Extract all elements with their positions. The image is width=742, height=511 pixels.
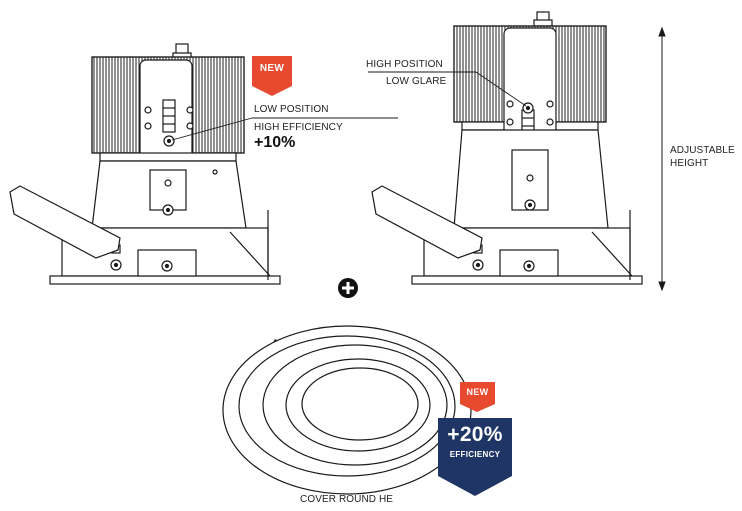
- adjustable-height-label-line2: HEIGHT: [670, 158, 709, 169]
- left-efficiency-value: +10%: [254, 134, 296, 151]
- high-position-label: HIGH POSITION: [366, 59, 443, 70]
- leader-lines: [171, 71, 527, 141]
- efficiency-badge-value: +20%: [447, 423, 503, 446]
- low-glare-label: LOW GLARE: [386, 76, 447, 87]
- plus-icon: [338, 278, 358, 298]
- cover-caption: COVER ROUND HE: [300, 494, 394, 505]
- right-fixture-drawing: [371, 11, 643, 285]
- new-badge-top: [252, 56, 292, 96]
- low-position-label: LOW POSITION: [254, 104, 329, 115]
- height-dimension-arrow: [658, 26, 666, 292]
- efficiency-badge-label: EFFICIENCY: [449, 450, 501, 459]
- efficiency-badge: [438, 382, 512, 496]
- high-efficiency-label: HIGH EFFICIENCY: [254, 122, 343, 133]
- left-fixture-drawing: [9, 43, 281, 285]
- new-badge-bottom-label: NEW: [466, 387, 489, 397]
- new-badge-top-label: NEW: [259, 63, 285, 74]
- cover-ring-drawing: [222, 325, 472, 495]
- adjustable-height-label-line1: ADJUSTABLE: [670, 145, 735, 156]
